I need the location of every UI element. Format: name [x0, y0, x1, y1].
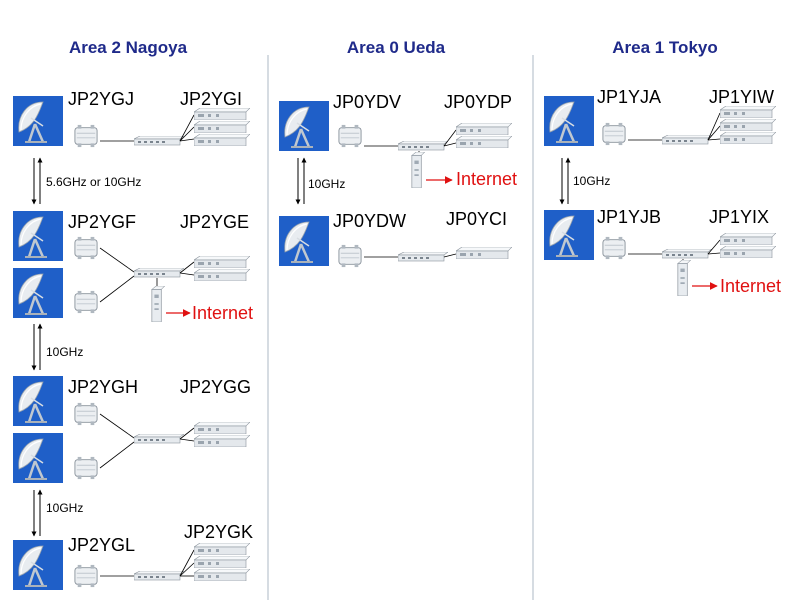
link-nagoya-3: 10GHz	[31, 489, 83, 537]
area-title-tokyo: Area 1 Tokyo	[612, 38, 718, 57]
rack-server-icon	[194, 269, 250, 281]
site-jp1yja: JP1YJA JP1YIW	[544, 87, 776, 146]
rack-server-icon	[194, 256, 250, 268]
rack-server-icon	[194, 435, 250, 447]
transceiver-icon	[602, 122, 626, 146]
network-switch-icon	[134, 136, 184, 146]
area-title-nagoya: Area 2 Nagoya	[69, 38, 188, 57]
transceiver-icon	[74, 290, 98, 314]
callsign-right: JP2YGG	[180, 377, 251, 397]
rack-server-icon	[456, 247, 512, 259]
satellite-dish-icon	[544, 96, 594, 146]
callsign-right: JP0YDP	[444, 92, 512, 112]
transceiver-icon	[74, 236, 98, 260]
callsign-left: JP2YGF	[68, 212, 136, 232]
rack-server-icon	[720, 233, 776, 245]
rack-server-icon	[456, 123, 512, 135]
rack-server-icon	[720, 132, 776, 144]
area-title-ueda: Area 0 Ueda	[347, 38, 446, 57]
rack-server-icon	[194, 543, 250, 555]
callsign-right: JP2YGI	[180, 89, 242, 109]
satellite-dish-icon	[279, 101, 329, 151]
site-jp0ydw: JP0YDW JP0YCI	[279, 209, 512, 268]
satellite-dish-icon	[13, 376, 63, 426]
callsign-left: JP0YDW	[333, 211, 406, 231]
satellite-dish-icon	[13, 433, 63, 483]
transceiver-icon	[338, 244, 362, 268]
rack-server-icon	[720, 246, 776, 258]
site-jp2ygf: JP2YGF JP2YGE Internet	[13, 211, 253, 323]
callsign-right: JP2YGE	[180, 212, 249, 232]
rack-server-icon	[456, 136, 512, 148]
transceiver-icon	[74, 456, 98, 480]
network-switch-icon	[398, 252, 448, 262]
satellite-dish-icon	[279, 216, 329, 266]
transceiver-icon	[74, 402, 98, 426]
site-jp2ygl: JP2YGL JP2YGK	[13, 522, 253, 590]
router-icon	[151, 286, 166, 322]
callsign-right: JP1YIX	[709, 207, 769, 227]
network-switch-icon	[398, 141, 448, 151]
link-frequency: 10GHz	[46, 501, 83, 515]
network-switch-icon	[134, 434, 184, 444]
router-icon	[411, 152, 426, 188]
link-nagoya-2: 10GHz	[31, 323, 83, 371]
callsign-left: JP2YGL	[68, 535, 135, 555]
site-jp0ydv: JP0YDV JP0YDP Internet	[279, 92, 517, 189]
network-switch-icon	[134, 268, 184, 278]
internet-label: Internet	[720, 276, 781, 296]
callsign-left: JP1YJB	[597, 207, 661, 227]
link-frequency: 10GHz	[573, 174, 610, 188]
satellite-dish-icon	[13, 540, 63, 590]
rack-server-icon	[720, 119, 776, 131]
link-frequency: 10GHz	[46, 345, 83, 359]
network-switch-icon	[662, 135, 712, 145]
callsign-left: JP1YJA	[597, 87, 661, 107]
rack-server-icon	[194, 108, 250, 120]
rack-server-icon	[720, 106, 776, 118]
rack-server-icon	[194, 121, 250, 133]
site-jp1yjb: JP1YJB JP1YIX Internet	[544, 207, 781, 296]
link-frequency: 10GHz	[308, 177, 345, 191]
satellite-dish-icon	[13, 211, 63, 261]
transceiver-icon	[74, 124, 98, 148]
callsign-right: JP0YCI	[446, 209, 507, 229]
callsign-right: JP1YIW	[709, 87, 774, 107]
transceiver-icon	[602, 236, 626, 260]
network-switch-icon	[134, 571, 184, 581]
link-ueda-1: 10GHz	[295, 157, 345, 205]
satellite-dish-icon	[13, 268, 63, 318]
callsign-left: JP2YGH	[68, 377, 138, 397]
link-frequency: 5.6GHz or 10GHz	[46, 175, 141, 189]
network-switch-icon	[662, 249, 712, 259]
callsign-left: JP0YDV	[333, 92, 401, 112]
transceiver-icon	[338, 124, 362, 148]
internet-label: Internet	[456, 169, 517, 189]
rack-server-icon	[194, 422, 250, 434]
callsign-right: JP2YGK	[184, 522, 253, 542]
site-jp2ygh: JP2YGH JP2YGG	[13, 376, 251, 483]
router-icon	[677, 260, 692, 296]
link-tokyo-1: 10GHz	[559, 157, 610, 205]
callsign-left: JP2YGJ	[68, 89, 134, 109]
rack-server-icon	[194, 556, 250, 568]
rack-server-icon	[194, 134, 250, 146]
internet-label: Internet	[192, 303, 253, 323]
link-nagoya-1: 5.6GHz or 10GHz	[31, 157, 141, 205]
satellite-dish-icon	[13, 96, 63, 146]
rack-server-icon	[194, 569, 250, 581]
site-jp2ygj: JP2YGJ JP2YGI	[13, 89, 250, 148]
transceiver-icon	[74, 564, 98, 588]
satellite-dish-icon	[544, 210, 594, 260]
